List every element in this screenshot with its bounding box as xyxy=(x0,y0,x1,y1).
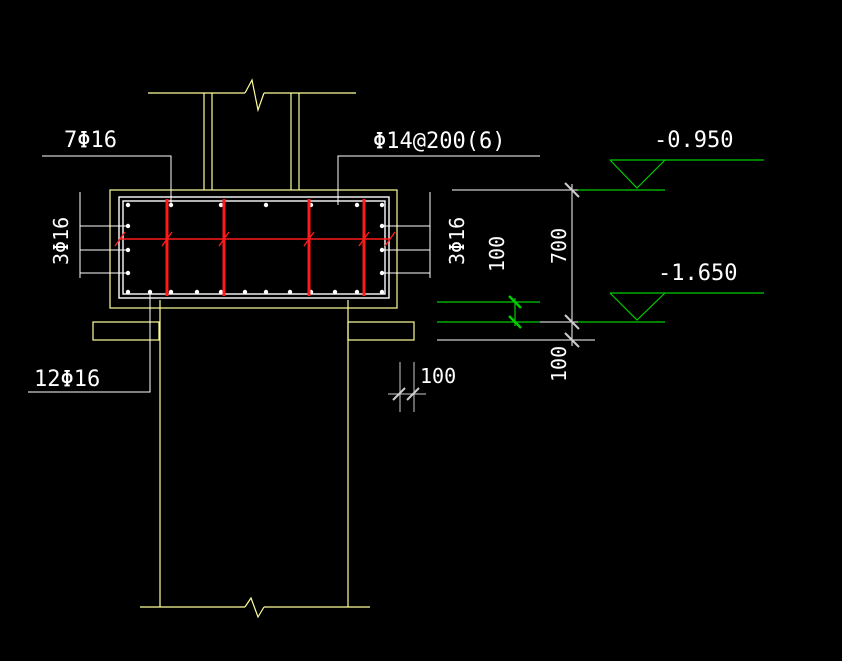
label-bottom-rebar: 12Φ16 xyxy=(34,367,100,392)
label-left-side: 3Φ16 xyxy=(49,217,73,265)
lower-column xyxy=(140,300,370,619)
dim-ticks xyxy=(564,182,580,348)
leaders xyxy=(28,155,540,393)
green-ticks xyxy=(508,295,522,329)
stirrups xyxy=(165,199,366,296)
rebar-cage xyxy=(118,196,390,299)
label-elev-bottom: -1.650 xyxy=(658,261,737,286)
label-width-dim: 100 xyxy=(420,364,456,388)
label-elev-top: -0.950 xyxy=(654,128,733,153)
beam-outline xyxy=(92,189,415,341)
rebar-dots xyxy=(125,202,385,295)
label-lower-dim: 100 xyxy=(547,346,571,382)
elevation-marks xyxy=(437,159,764,326)
label-top-rebar: 7Φ16 xyxy=(64,128,117,153)
label-stirrup: Φ14@200(6) xyxy=(373,129,505,154)
label-inner-dim: 100 xyxy=(485,236,509,272)
label-height-dim: 700 xyxy=(547,228,571,264)
label-right-side: 3Φ16 xyxy=(445,217,469,265)
upper-column xyxy=(148,78,356,190)
tie-bar xyxy=(114,231,396,247)
width-dimension xyxy=(388,362,426,412)
